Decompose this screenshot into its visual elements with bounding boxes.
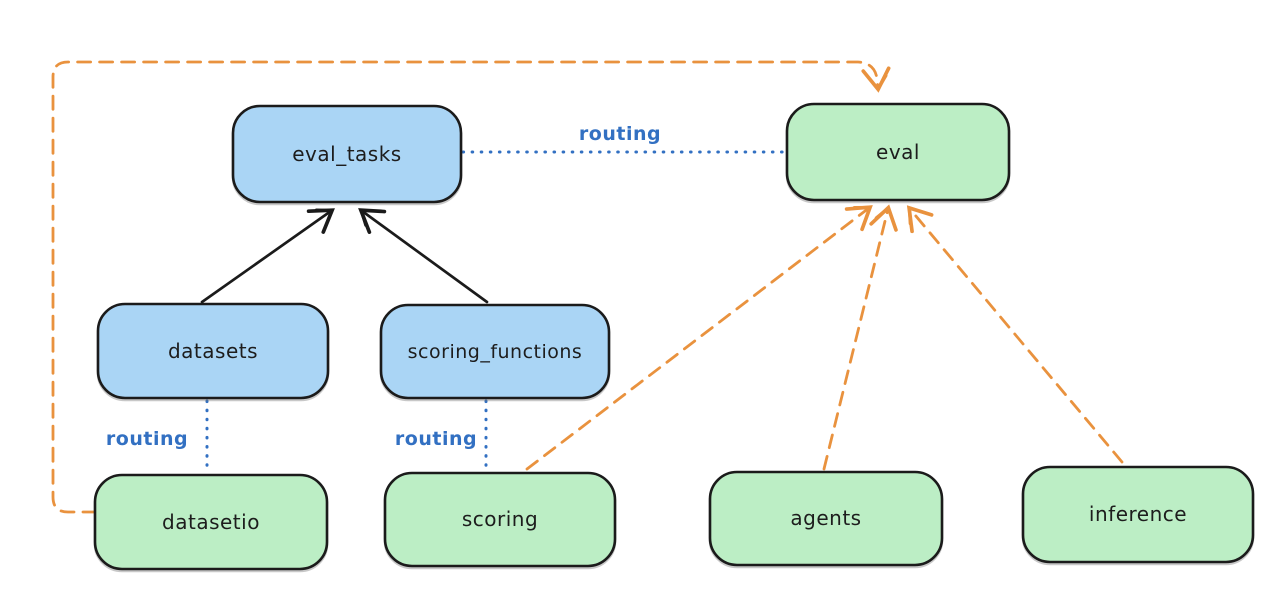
edge-datasetio-to-eval [51, 60, 891, 514]
routing-label-middle: routing [395, 428, 477, 450]
edge-agents-to-eval [822, 204, 898, 471]
node-eval-tasks-label: eval_tasks [292, 142, 401, 166]
routing-label-left: routing [106, 428, 188, 450]
node-scoring: scoring [383, 471, 617, 568]
node-eval-tasks-box [231, 104, 463, 204]
node-inference-box [1021, 465, 1255, 564]
node-agents-box [708, 470, 944, 567]
node-inference: inference [1021, 465, 1255, 564]
node-datasets-box [96, 302, 330, 400]
edge-scoring-functions-to-eval-tasks [358, 208, 489, 304]
edge-inference-to-eval [906, 205, 1124, 464]
node-eval-box [785, 102, 1011, 202]
node-scoring-functions: scoring_functions [379, 303, 611, 400]
node-inference-label: inference [1089, 502, 1187, 526]
edge-datasets-to-eval-tasks [200, 208, 335, 304]
node-agents-label: agents [790, 506, 861, 530]
edge-scoring-to-eval [525, 205, 873, 471]
node-scoring-box [383, 471, 617, 568]
node-eval: eval [785, 102, 1011, 202]
node-datasetio-box [93, 473, 329, 571]
node-eval-label: eval [876, 140, 920, 164]
node-datasets: datasets [96, 302, 330, 400]
node-datasetio: datasetio [93, 473, 329, 571]
node-agents: agents [708, 470, 944, 567]
routing-label-top: routing [579, 123, 661, 145]
node-datasets-label: datasets [168, 339, 258, 363]
node-scoring-functions-box [379, 303, 611, 400]
node-datasetio-label: datasetio [162, 510, 260, 534]
node-scoring-functions-label: scoring_functions [408, 341, 583, 363]
node-scoring-label: scoring [462, 507, 538, 531]
node-eval-tasks: eval_tasks [231, 104, 463, 204]
